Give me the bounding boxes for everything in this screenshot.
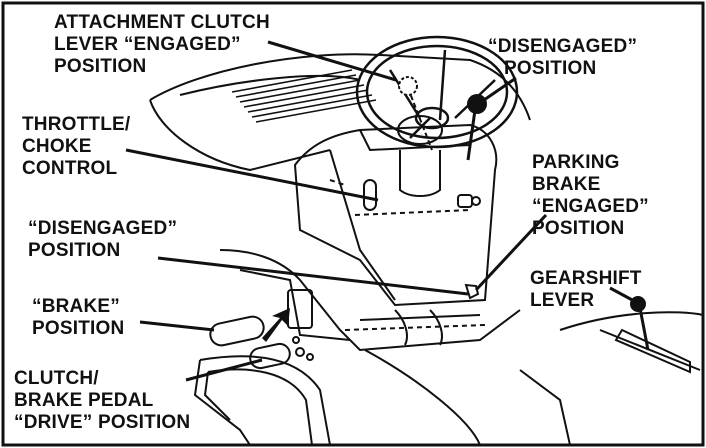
attachment-clutch-lever bbox=[398, 76, 487, 161]
label-attachment-clutch: ATTACHMENT CLUTCH LEVER “ENGAGED” POSITI… bbox=[54, 12, 270, 77]
label-disengaged-mid: “DISENGAGED” POSITION bbox=[28, 218, 178, 261]
ignition-knob bbox=[457, 194, 481, 208]
floor-panel bbox=[219, 249, 521, 352]
label-clutch-brake-pedal: CLUTCH/ BRAKE PEDAL “DRIVE” POSITION bbox=[14, 368, 191, 433]
label-throttle-choke: THROTTLE/ CHOKE CONTROL bbox=[22, 114, 131, 179]
label-gearshift: GEARSHIFT LEVER bbox=[530, 268, 642, 311]
right-fender bbox=[364, 311, 704, 446]
brake-pedal-assembly bbox=[193, 315, 331, 446]
label-brake-position: “BRAKE” POSITION bbox=[32, 296, 125, 339]
motion-arrow bbox=[262, 308, 290, 342]
leader-lines bbox=[125, 40, 637, 382]
throttle-slot bbox=[363, 179, 377, 211]
label-disengaged-top: “DISENGAGED” POSITION bbox=[488, 36, 638, 79]
label-parking-brake: PARKING BRAKE “ENGAGED” POSITION bbox=[532, 152, 649, 239]
parking-brake-knob bbox=[464, 283, 480, 300]
hood-grille bbox=[231, 69, 377, 123]
